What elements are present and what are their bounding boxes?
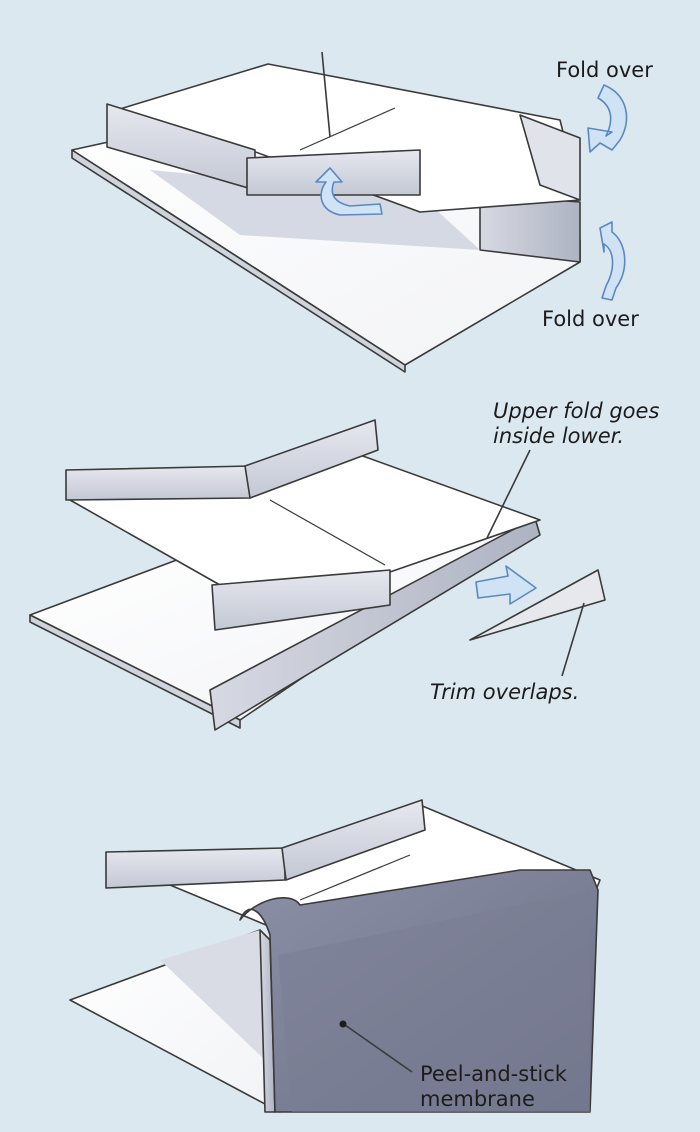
peel-line1: Peel-and-stick xyxy=(420,1062,567,1087)
trim-leader xyxy=(562,603,584,676)
curved-arrow-icon xyxy=(600,222,625,300)
upper-fold-line2: inside lower. xyxy=(493,424,659,449)
upper-fold-line1: Upper fold goes xyxy=(493,399,659,424)
arrow-right-icon xyxy=(476,566,536,604)
step2-upper-left-flap xyxy=(66,466,250,500)
peel-and-stick-label: Peel-and-stick membrane xyxy=(420,1062,567,1112)
step3-upper-left-flap xyxy=(106,848,285,888)
step-1-figure xyxy=(72,52,580,372)
peel-leader-dot xyxy=(340,1021,347,1028)
peel-line2: membrane xyxy=(420,1087,567,1112)
fold-over-bottom-label: Fold over xyxy=(542,307,639,332)
fold-over-top-label: Fold over xyxy=(556,58,653,83)
trim-overlaps-label: Trim overlaps. xyxy=(430,680,579,705)
upper-fold-label: Upper fold goes inside lower. xyxy=(493,399,659,449)
curved-arrow-icon xyxy=(588,85,627,152)
